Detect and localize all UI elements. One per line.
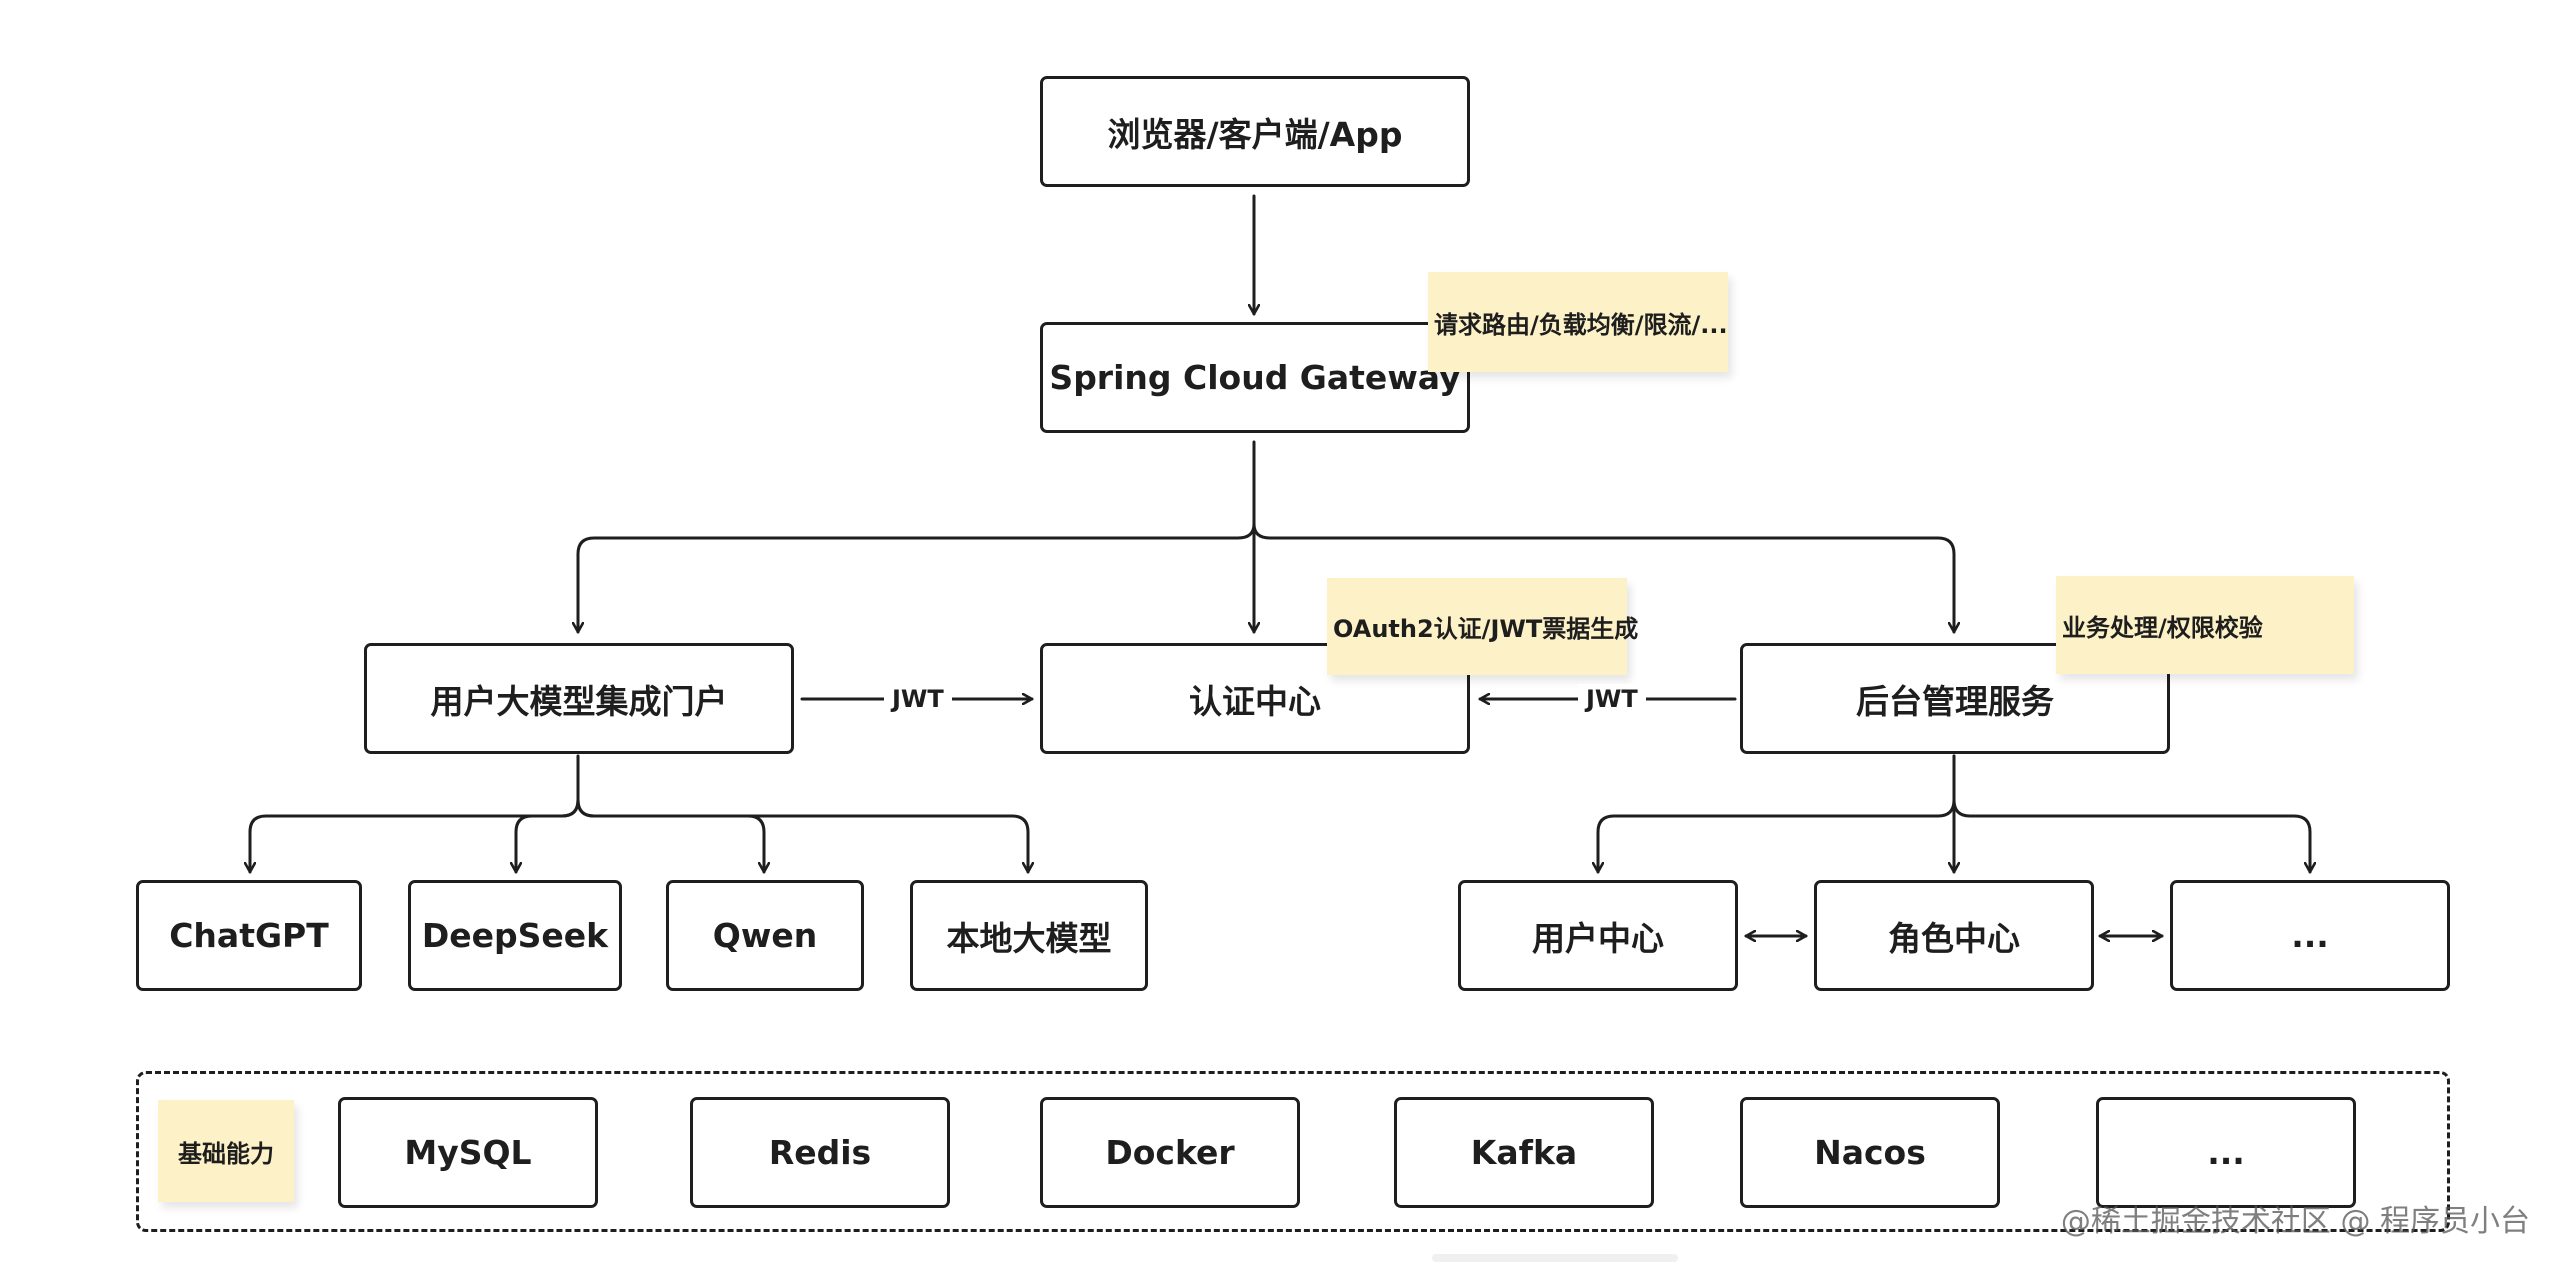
infra-mysql: MySQL — [338, 1097, 598, 1208]
model-deepseek: DeepSeek — [408, 880, 622, 991]
portal-node: 用户大模型集成门户 — [364, 643, 794, 754]
infra-nacos: Nacos — [1740, 1097, 2000, 1208]
infra-kafka: Kafka — [1394, 1097, 1654, 1208]
infra-redis: Redis — [690, 1097, 950, 1208]
infra-docker: Docker — [1040, 1097, 1300, 1208]
edge-gateway-portal — [578, 522, 1256, 634]
edge-admin-more — [1952, 798, 2310, 874]
edge-portal-chatgpt — [250, 798, 580, 874]
model-local: 本地大模型 — [910, 880, 1148, 991]
auth-note: OAuth2认证/JWT票据生成 — [1327, 578, 1638, 675]
jwt-label-right: JWT — [1578, 684, 1646, 714]
bottom-scroll-mark — [1432, 1254, 1678, 1262]
more-services-node: ... — [2170, 880, 2450, 991]
edge-portal-local — [576, 798, 1028, 874]
edge-portal-qwen — [576, 798, 764, 874]
edge-gateway-admin — [1252, 522, 1954, 634]
admin-note: 业务处理/权限校验 — [2056, 576, 2354, 674]
watermark: @稀土掘金技术社区 @ 程序员小台 — [2060, 1204, 2530, 1239]
user-center-node: 用户中心 — [1458, 880, 1738, 991]
model-qwen: Qwen — [666, 880, 864, 991]
role-center-node: 角色中心 — [1814, 880, 2094, 991]
infrastructure-group — [136, 1071, 2450, 1232]
gateway-note: 请求路由/负载均衡/限流/... — [1428, 272, 1728, 372]
gateway-node: Spring Cloud Gateway — [1040, 322, 1470, 433]
edge-admin-user-center — [1598, 798, 1956, 874]
infra-more: ... — [2096, 1097, 2356, 1208]
infrastructure-label: 基础能力 — [158, 1100, 294, 1202]
model-chatgpt: ChatGPT — [136, 880, 362, 991]
client-node: 浏览器/客户端/App — [1040, 76, 1470, 187]
jwt-label-left: JWT — [884, 684, 952, 714]
edge-portal-deepseek — [516, 798, 580, 874]
